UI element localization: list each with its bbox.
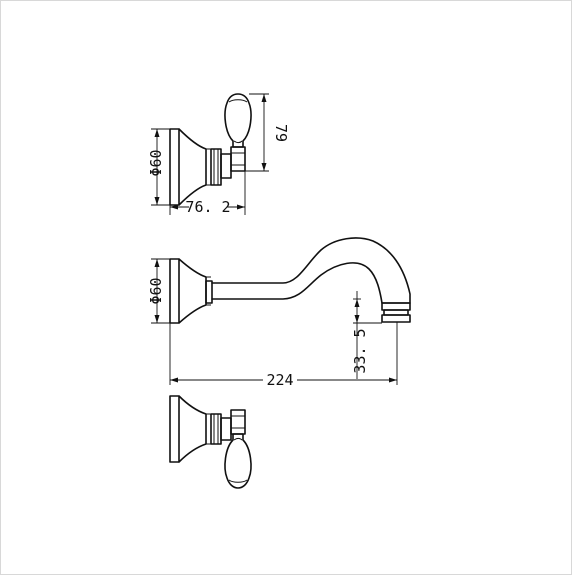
dim-flange-diameter-spout: Φ60 [147,258,170,324]
spout-pipe [211,237,411,304]
spout-assembly [169,237,411,324]
dim-spout-length-label: 224 [266,371,293,389]
spout-flange [169,258,207,324]
lower-handle-assembly [169,395,252,489]
upper-spindle [230,146,246,172]
dim-flange-diameter-top: Φ60 [147,128,170,206]
dim-spout-drop: 33. 5 [351,291,382,379]
dim-handle-projection: 76. 2 [169,171,246,216]
dim-handle-height-label: 79 [272,124,290,142]
dim-handle-projection-label: 76. 2 [185,198,230,216]
lower-flange [169,395,207,463]
dim-spout-drop-label: 33. 5 [351,328,369,373]
lower-spindle [230,409,246,435]
spout-nozzle-ring [381,302,411,311]
lower-lever-handle [224,433,252,489]
lower-escutcheon [210,413,222,445]
dim-handle-height: 79 [245,93,290,172]
upper-lever-handle [224,93,252,148]
dim-flange-diameter-spout-label: Φ60 [147,277,165,304]
dim-flange-diameter-top-label: Φ60 [147,149,165,176]
upper-handle-assembly [169,93,252,206]
upper-escutcheon [210,148,222,186]
upper-flange [169,128,207,206]
dim-spout-length: 224 [169,322,398,389]
